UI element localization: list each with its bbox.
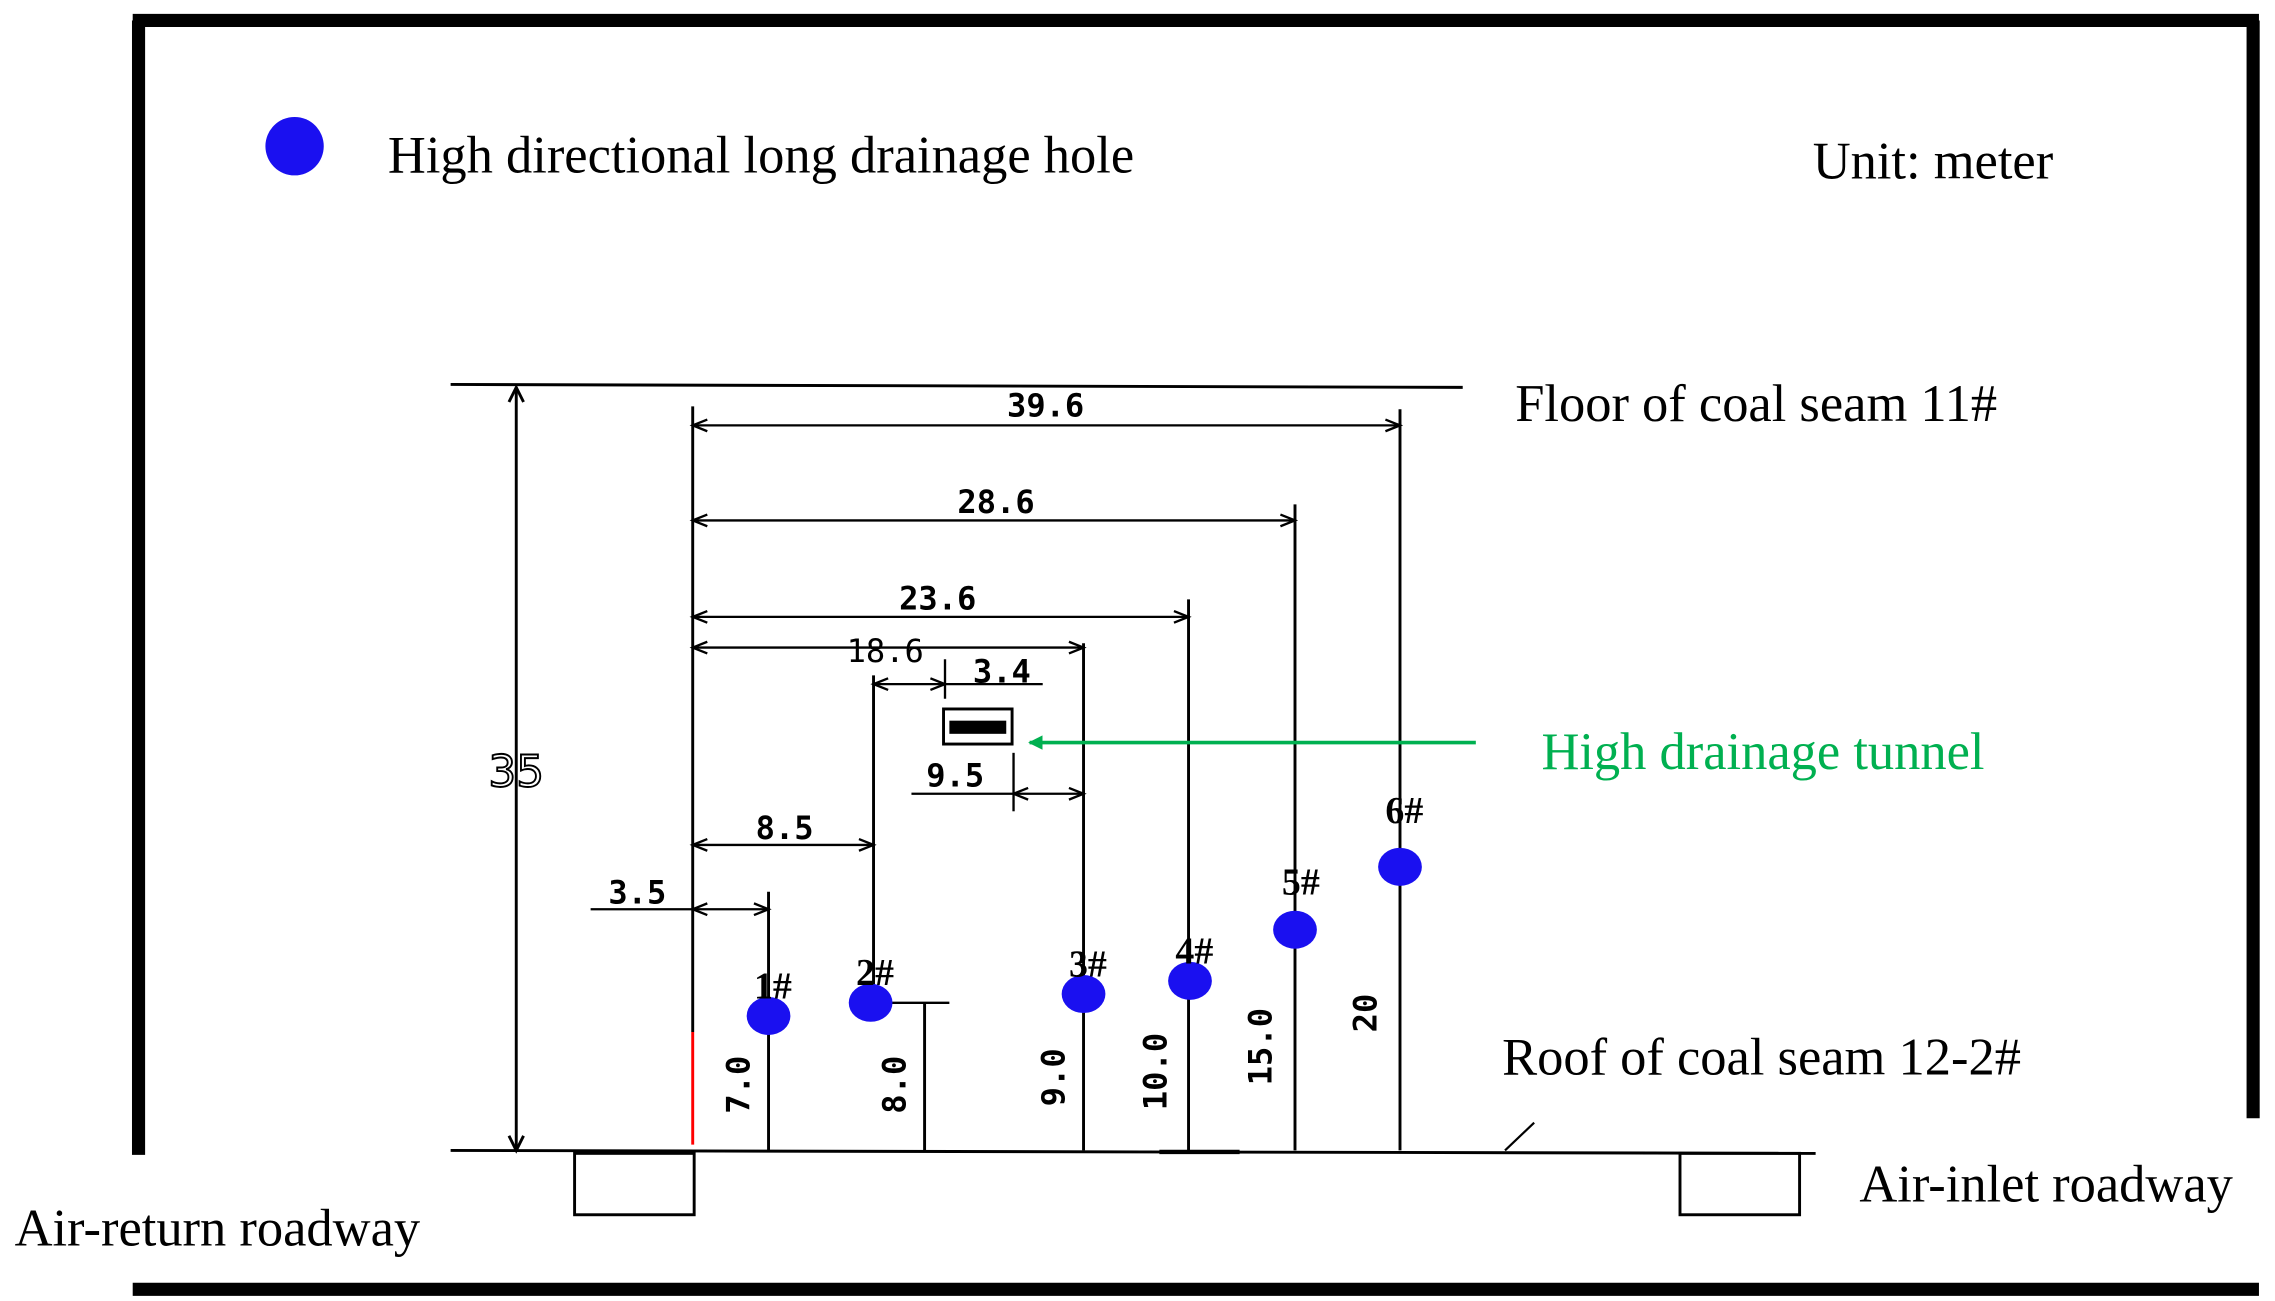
hole-3-label: 3#: [1069, 943, 1107, 985]
dimension-label-18-6: 18.6: [847, 632, 924, 670]
hole-2-marker: [848, 983, 893, 1022]
floor-line: [450, 382, 1463, 389]
outer-frame: [131, 13, 2260, 1296]
air-return-label: Air-return roadway: [15, 1199, 421, 1257]
floor-label: Floor of coal seam 11#: [1515, 375, 1997, 433]
air-inlet-label-bg: [1844, 1119, 2275, 1231]
hole-2-label: 2#: [856, 952, 894, 994]
unit-label: Unit: meter: [1813, 132, 2054, 190]
roof-label: Roof of coal seam 12-2#: [1502, 1028, 2021, 1086]
roof-pointer-tick: [1504, 1121, 1535, 1152]
hole-4-height-label: 10.0: [1137, 1033, 1175, 1110]
air-inlet-label: Air-inlet roadway: [1859, 1156, 2233, 1214]
legend-marker: [265, 116, 324, 176]
hole-3-marker: [1061, 975, 1106, 1014]
dimension-label-35: 35: [488, 746, 544, 797]
hole-4-marker: [1168, 961, 1212, 1000]
hole-6-label: 6#: [1385, 790, 1423, 832]
dimension-label-39-6: 39.6: [1007, 387, 1084, 425]
hole-6-height-label: 20: [1347, 994, 1385, 1033]
tunnel-box-fill: [949, 720, 1007, 734]
dimension-label-3-5: 3.5: [608, 873, 666, 911]
roof-line: [450, 1148, 1816, 1155]
drainage-holes: 1# 7.0 2# 8.0 3# 9.0 4# 10.0 5# 15.0 6# 20: [720, 790, 1424, 1114]
hole-4-label: 4#: [1175, 930, 1213, 972]
hole-6-marker: [1378, 847, 1422, 886]
air-inlet-roadway-box: [1678, 1151, 1802, 1217]
air-return-label-bg: [2, 1162, 485, 1268]
hole-vertical-lines: [767, 409, 1402, 1151]
legend-label: High directional long drainage hole: [388, 126, 1134, 184]
dimension-label-28-6: 28.6: [957, 483, 1034, 521]
dimension-total-height: [507, 384, 525, 1154]
hole-2-height-label: 8.0: [876, 1056, 914, 1114]
dimension-label-23-6: 23.6: [899, 580, 976, 618]
hole-5-height-label: 15.0: [1242, 1008, 1280, 1085]
hole-3-height-label: 9.0: [1035, 1048, 1073, 1106]
dimension-label-8-5: 8.5: [756, 809, 814, 847]
air-return-roadway-box: [573, 1151, 696, 1217]
hole-1-height-label: 7.0: [720, 1056, 758, 1114]
hole-1-marker: [746, 996, 791, 1035]
dimension-label-9-5: 9.5: [926, 756, 984, 794]
hole-5-label: 5#: [1282, 862, 1320, 904]
hole-5-marker: [1273, 910, 1317, 949]
dimension-label-3-4: 3.4: [973, 653, 1031, 691]
hole-1-label: 1#: [754, 965, 792, 1007]
tunnel-label: High drainage tunnel: [1541, 723, 1984, 781]
